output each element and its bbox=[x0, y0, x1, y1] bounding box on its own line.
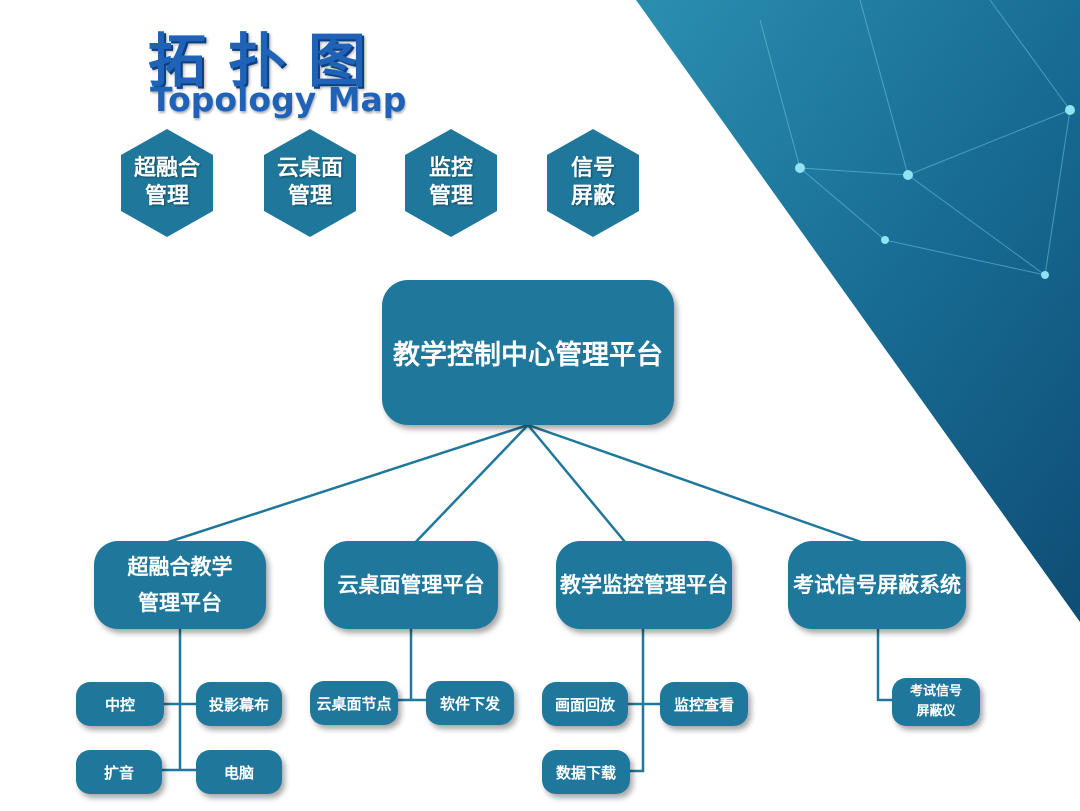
edge-root-platform1 bbox=[149, 423, 529, 550]
edge-root-platform4 bbox=[527, 423, 879, 550]
page-title: 拓扑图 bbox=[148, 27, 389, 95]
node-playback: 画面回放 bbox=[542, 682, 628, 726]
node-cloud-desktop-node: 云桌面节点 bbox=[310, 681, 398, 725]
platform-signal-shielding: 考试信号屏蔽系统 bbox=[788, 541, 966, 629]
edge-platform1-children bbox=[162, 629, 196, 772]
hexagon-cloud-desktop: 云桌面 管理 bbox=[261, 127, 359, 239]
node-computer: 电脑 bbox=[196, 750, 282, 794]
edge-platform2-children bbox=[398, 629, 426, 702]
node-audio: 扩音 bbox=[76, 750, 162, 794]
page-subtitle: Topology Map bbox=[150, 80, 407, 119]
hexagon-hyperconverged: 超融合 管理 bbox=[118, 127, 216, 239]
root-node: 教学控制中心管理平台 bbox=[382, 280, 674, 425]
node-monitor-view: 监控查看 bbox=[660, 682, 748, 726]
node-data-download: 数据下载 bbox=[542, 750, 630, 794]
hexagon-label: 监控 管理 bbox=[428, 156, 473, 209]
hexagon-label: 云桌面 管理 bbox=[276, 156, 343, 209]
hexagon-signal-shielding: 信号 屏蔽 bbox=[544, 127, 642, 239]
edge-root-platform2 bbox=[409, 424, 529, 549]
platform-hyperconverged: 超融合教学 管理平台 bbox=[94, 541, 266, 629]
node-software-distribution: 软件下发 bbox=[426, 681, 514, 725]
platform-monitoring: 教学监控管理平台 bbox=[556, 541, 732, 629]
node-signal-jammer: 考试信号 屏蔽仪 bbox=[892, 678, 980, 726]
hexagon-label: 信号 屏蔽 bbox=[570, 156, 615, 209]
edge-platform4-children bbox=[876, 629, 892, 702]
hexagon-label: 超融合 管理 bbox=[133, 156, 200, 209]
edge-platform3-children bbox=[628, 629, 660, 773]
edge-root-platform3 bbox=[527, 424, 631, 549]
node-projection-screen: 投影幕布 bbox=[196, 682, 282, 726]
node-central-control: 中控 bbox=[76, 682, 164, 726]
platform-cloud-desktop: 云桌面管理平台 bbox=[324, 541, 498, 629]
hexagon-monitoring: 监控 管理 bbox=[402, 127, 500, 239]
